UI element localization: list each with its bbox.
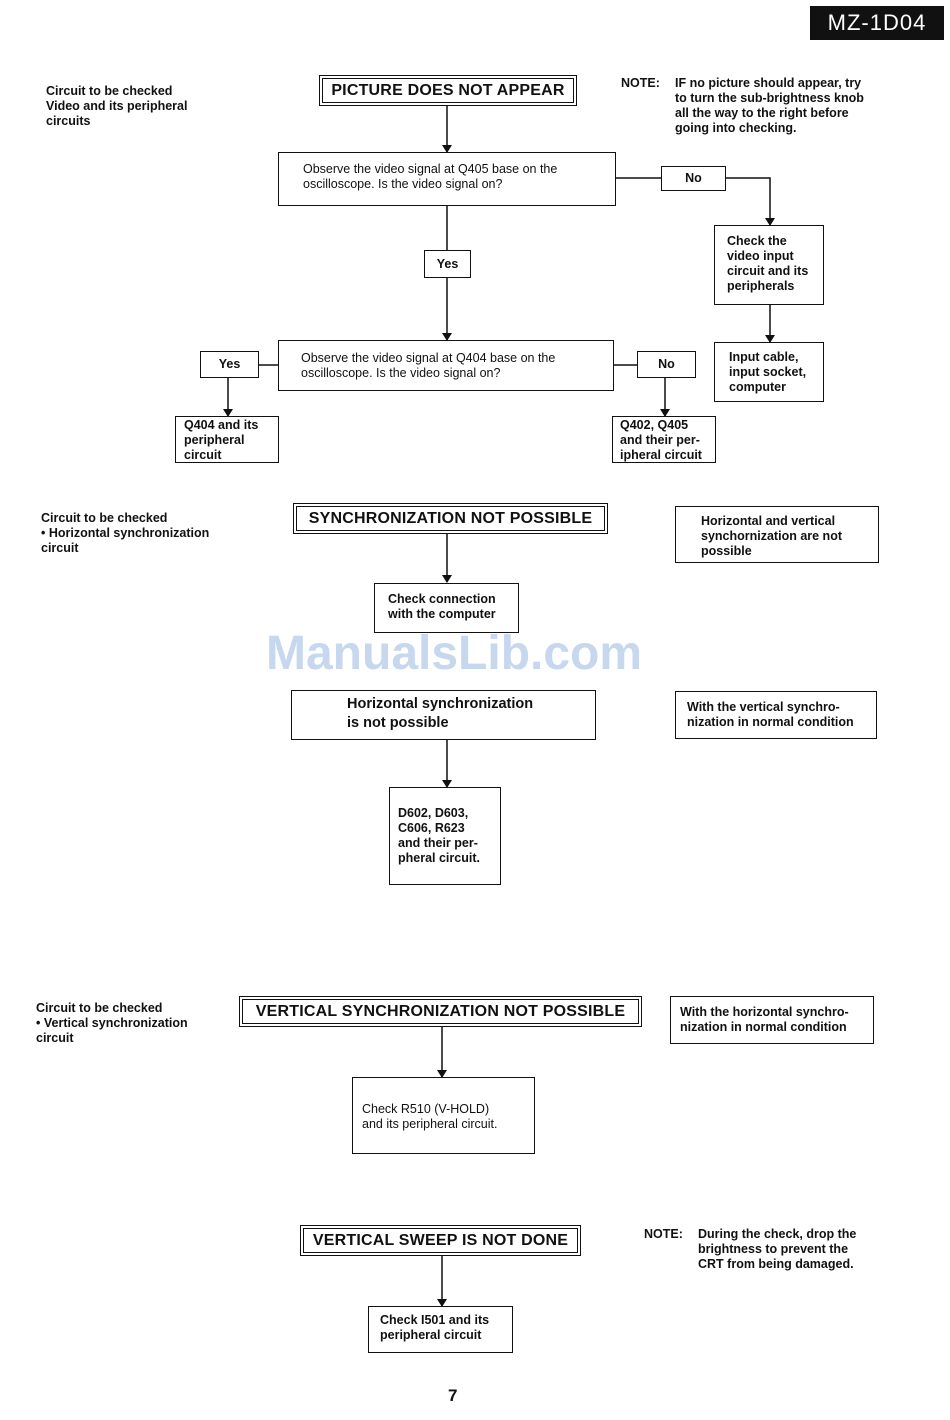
- sync-description-box: Horizontal and vertical synchornization …: [675, 506, 879, 563]
- no-label-1: No: [661, 166, 726, 191]
- check-r510-box: Check R510 (V-HOLD) and its peripheral c…: [352, 1077, 535, 1154]
- section1-note-label: NOTE:: [621, 76, 660, 90]
- page-number: 7: [448, 1386, 458, 1405]
- yes-label-1: Yes: [424, 250, 471, 278]
- check-i501-box: Check I501 and its peripheral circuit: [368, 1306, 513, 1353]
- section2-side-note: Circuit to be checked • Horizontal synch…: [41, 511, 210, 555]
- step-q404-box: Observe the video signal at Q404 base on…: [278, 340, 614, 391]
- diodes-circuit-box: D602, D603, C606, R623 and their per- ph…: [389, 787, 501, 885]
- section4-title-box: VERTICAL SWEEP IS NOT DONE: [300, 1225, 581, 1256]
- section3-side-note: Circuit to be checked • Vertical synchro…: [36, 1001, 188, 1045]
- step-q405-box: Observe the video signal at Q405 base on…: [278, 152, 616, 206]
- check-video-input-box: Check the video input circuit and its pe…: [714, 225, 824, 305]
- section1-title: PICTURE DOES NOT APPEAR: [322, 78, 574, 103]
- yes-label-2: Yes: [200, 351, 259, 378]
- section4-note-text: During the check, drop the brightness to…: [698, 1227, 857, 1271]
- section2-title-box: SYNCHRONIZATION NOT POSSIBLE: [293, 503, 608, 534]
- section1-title-box: PICTURE DOES NOT APPEAR: [319, 75, 577, 106]
- section1-side-note: Circuit to be checked Video and its peri…: [46, 84, 188, 128]
- vertical-sync-desc-box: With the horizontal synchro- nization in…: [670, 996, 874, 1044]
- model-badge: MZ-1D04: [810, 6, 944, 40]
- horizontal-sync-title-box: Horizontal synchronization is not possib…: [291, 690, 596, 740]
- check-connection-box: Check connection with the computer: [374, 583, 519, 633]
- horizontal-sync-desc-box: With the vertical synchro- nization in n…: [675, 691, 877, 739]
- section3-title-box: VERTICAL SYNCHRONIZATION NOT POSSIBLE: [239, 996, 642, 1027]
- section3-title: VERTICAL SYNCHRONIZATION NOT POSSIBLE: [242, 999, 639, 1024]
- section4-title: VERTICAL SWEEP IS NOT DONE: [303, 1228, 578, 1253]
- watermark: ManualsLib.com: [266, 627, 643, 680]
- section1-note-text: IF no picture should appear, try to turn…: [675, 76, 864, 135]
- section2-title: SYNCHRONIZATION NOT POSSIBLE: [296, 506, 605, 531]
- q404-circuit-box: Q404 and its peripheral circuit: [175, 416, 279, 463]
- q402-q405-circuit-box: Q402, Q405 and their per- ipheral circui…: [612, 416, 716, 463]
- no-label-2: No: [637, 351, 696, 378]
- input-cable-box: Input cable, input socket, computer: [714, 342, 824, 402]
- section4-note-label: NOTE:: [644, 1227, 683, 1241]
